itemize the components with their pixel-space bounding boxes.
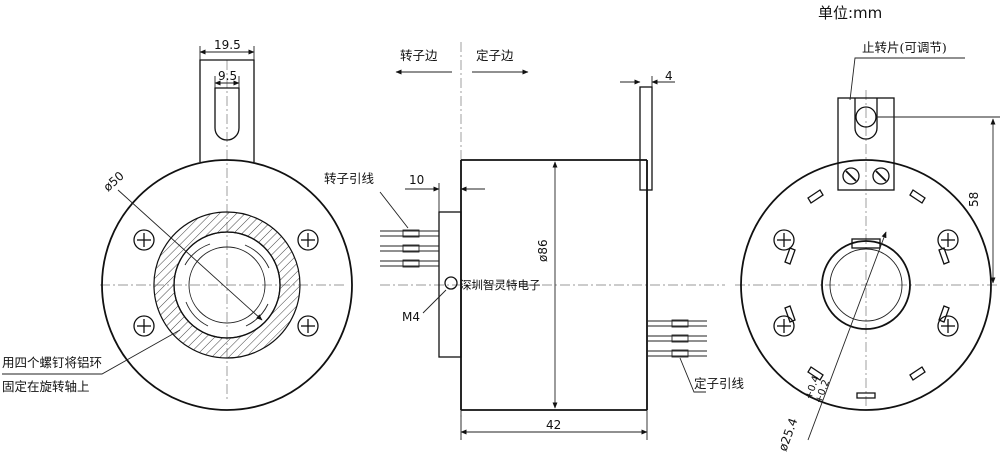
front-dim-lug-outer: 19.5 — [214, 38, 241, 52]
rear-tab-screw — [842, 167, 860, 185]
rear-stop-tab — [837, 97, 895, 191]
rear-housing-outline — [740, 159, 992, 411]
stop-tab-leader — [849, 57, 965, 101]
front-view: ø50 19.5 9.5 用四个螺钉将铝环 固定在旋转轴上 — [2, 38, 353, 411]
side-rotor-flange — [438, 211, 462, 358]
stator-lead-wires — [647, 319, 707, 358]
side-stator-leads: 定子引线 — [694, 376, 745, 391]
rotor-lead-wires — [380, 229, 439, 268]
front-screw — [133, 315, 155, 337]
front-screw — [133, 229, 155, 251]
front-bore — [188, 246, 266, 324]
bore-dia-leader — [807, 231, 887, 441]
side-dim-body-dia: ø86 — [536, 239, 550, 262]
rear-screw — [773, 315, 795, 337]
front-lug-slot — [214, 87, 240, 141]
front-ring-slot — [185, 301, 209, 327]
side-dim-length: 42 — [546, 418, 561, 432]
front-dia-leader — [117, 189, 263, 321]
side-brand: 深圳智灵特电子 — [460, 278, 541, 292]
rear-screw — [773, 229, 795, 251]
side-dim-tab: 4 — [665, 69, 673, 83]
front-note-line2: 固定在旋转轴上 — [2, 379, 90, 394]
rear-dim-bore: ø25.4 — [776, 416, 801, 453]
front-lug — [199, 59, 255, 162]
front-ring-slot — [184, 243, 211, 266]
side-dim-flange: 10 — [409, 173, 424, 187]
front-note-line1: 用四个螺钉将铝环 — [2, 355, 102, 370]
rear-stop-tab-label: 止转片(可调节) — [862, 40, 947, 55]
front-flange-outline — [101, 159, 353, 411]
front-ring-slot — [244, 244, 270, 269]
side-m4-screw — [444, 276, 458, 290]
rear-screw — [937, 229, 959, 251]
side-rotor-leads: 转子引线 — [324, 171, 375, 186]
side-stop-tab — [639, 86, 653, 191]
rear-view: 止转片(可调节) 58 ø25.4 +0.4 +0.2 — [735, 40, 1000, 453]
side-body — [460, 159, 648, 411]
front-screw — [297, 229, 319, 251]
rear-stop-tab-slot — [854, 98, 878, 140]
side-rotor-side: 转子边 — [400, 48, 438, 63]
rear-bore-inner — [829, 248, 903, 322]
front-screw — [297, 315, 319, 337]
front-ring-inner — [173, 231, 281, 339]
front-dim-dia: ø50 — [101, 169, 127, 195]
m4-leader — [422, 289, 447, 314]
rear-dim-tab-height: 58 — [967, 192, 981, 207]
side-view: 转子边 定子边 M4 深圳智灵特电子 转子引线 — [324, 42, 745, 440]
unit-label: 单位:mm — [818, 4, 882, 22]
note-leader — [2, 329, 181, 375]
rear-screw — [937, 315, 959, 337]
front-dim-lug-inner: 9.5 — [218, 69, 237, 83]
rotor-leads-leader — [379, 191, 409, 229]
side-stator-side: 定子边 — [476, 48, 514, 63]
rear-face-slots — [784, 189, 950, 399]
stator-leads-leader — [679, 357, 706, 393]
rear-tab-screw — [872, 167, 890, 185]
rear-keyway — [851, 238, 881, 249]
side-thread: M4 — [402, 310, 420, 324]
rear-bore-outer — [821, 240, 911, 330]
